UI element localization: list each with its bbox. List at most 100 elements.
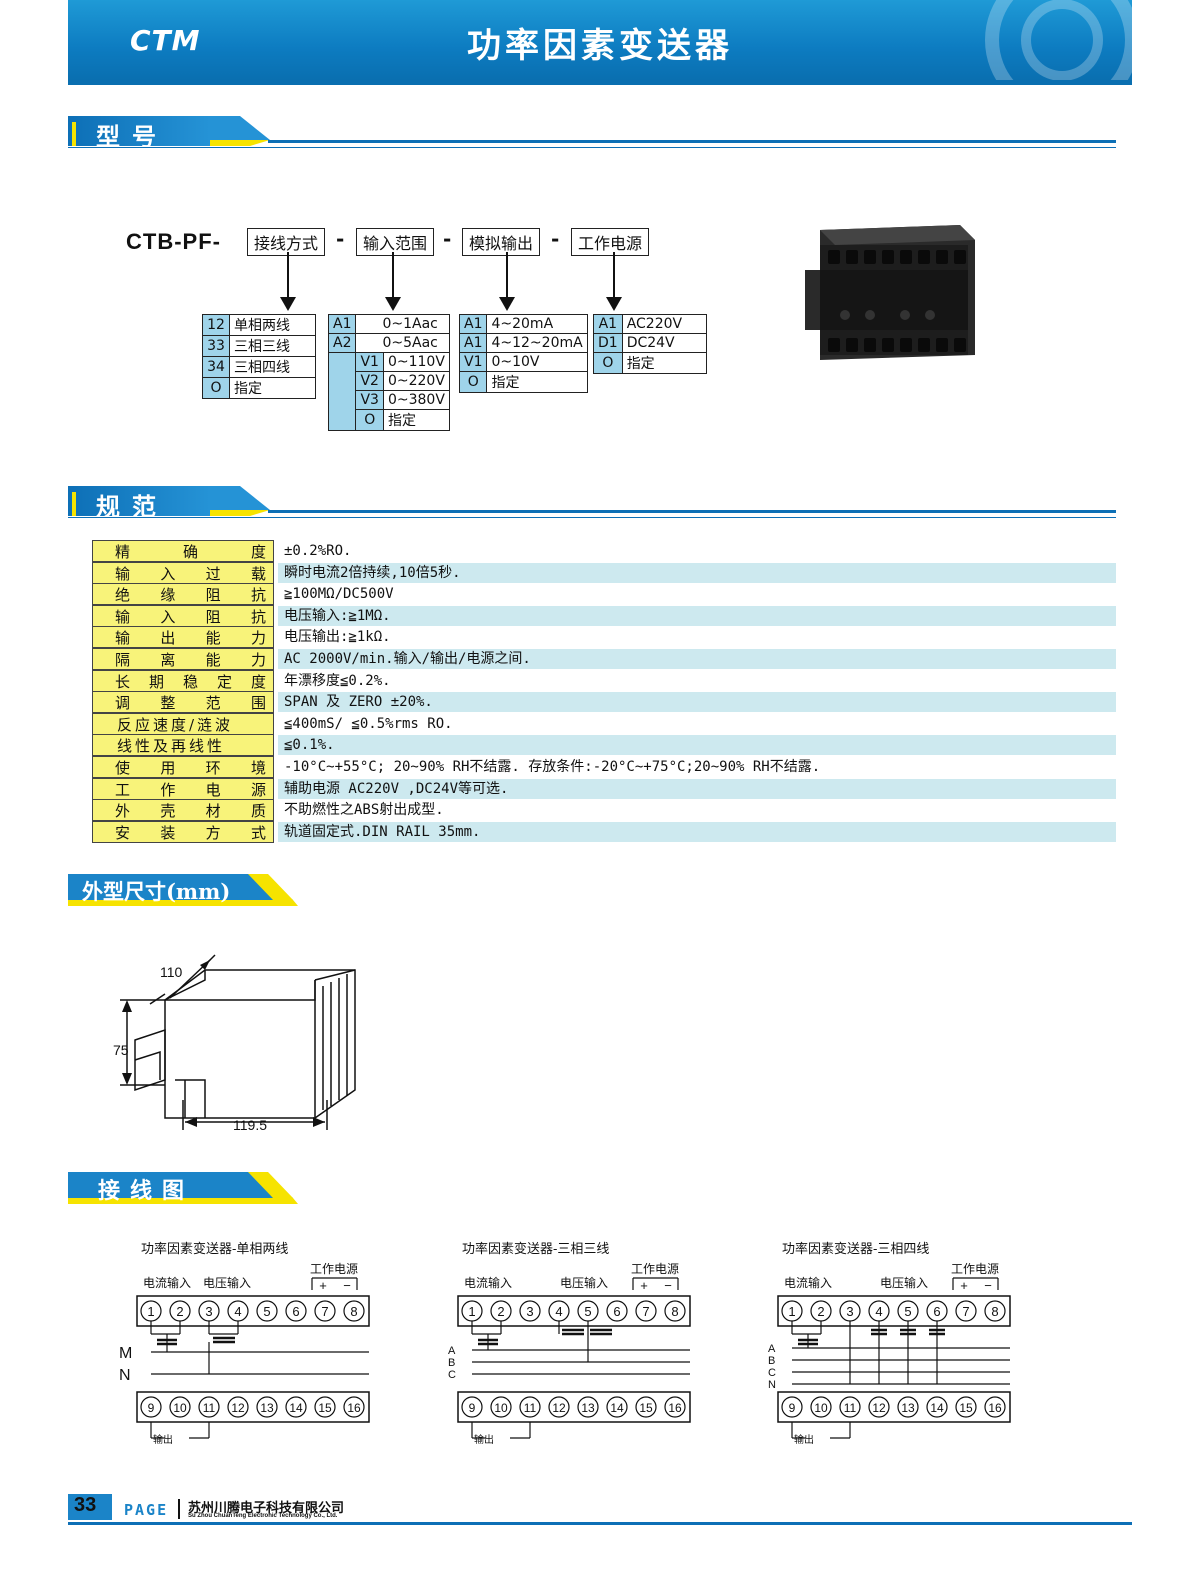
spec-label-char: 缘 xyxy=(160,586,176,605)
spec-value: AC 2000V/min.输入/输出/电源之间. xyxy=(278,648,1116,669)
terminal xyxy=(664,1396,686,1418)
terminal xyxy=(314,1300,336,1322)
spec-label-char: 能 xyxy=(205,650,221,669)
option-code: V3 xyxy=(355,390,384,410)
terminal-number: 9 xyxy=(789,1401,796,1415)
spec-label-char: 外 xyxy=(115,802,131,821)
spec-label-char: 整 xyxy=(160,694,176,713)
terminal xyxy=(343,1300,365,1322)
spec-value: ±0.2%RO. xyxy=(284,543,352,559)
spec-label: 反应速度/涟波 xyxy=(92,712,274,735)
terminal xyxy=(839,1396,861,1418)
section-rule xyxy=(268,140,1116,143)
spec-label-char: 材 xyxy=(205,802,221,821)
spec-row: 精确度±0.2%RO. xyxy=(92,540,1116,562)
option-code: 12 xyxy=(202,314,230,336)
arrow-down-icon xyxy=(499,297,515,311)
section-spec-header: 规范 xyxy=(68,486,1116,526)
model-dash: - xyxy=(443,227,452,251)
terminal-number: 14 xyxy=(289,1401,303,1415)
option-label: 0~380V xyxy=(382,390,450,410)
spec-label: 调整范围 xyxy=(92,691,274,714)
line-label: N xyxy=(768,1379,776,1391)
terminal xyxy=(606,1300,628,1322)
option-label: AC220V xyxy=(621,314,708,334)
spec-label-char: 力 xyxy=(251,650,267,669)
terminal-number: 16 xyxy=(668,1401,682,1415)
spec-label-char: 输 xyxy=(115,564,131,583)
terminal xyxy=(548,1396,570,1418)
dimension-width: 119.5 xyxy=(233,1117,267,1133)
option-label: 指定 xyxy=(382,409,450,431)
spec-label-char: 度 xyxy=(251,543,267,561)
spec-value: 辅助电源 AC220V ,DC24V等可选. xyxy=(278,778,1116,799)
terminal-number: 5 xyxy=(263,1304,270,1319)
option-label: 0~10V xyxy=(486,352,588,372)
diagram-title: 功率因素变送器-三相四线 xyxy=(782,1242,930,1257)
spec-label-char: 期 xyxy=(149,672,165,691)
spec-label-char: 度 xyxy=(251,672,267,691)
terminal xyxy=(781,1396,803,1418)
terminal-number: 1 xyxy=(147,1304,154,1319)
arrow-down-icon xyxy=(280,297,296,311)
section-dimensions-header: 外型尺寸(mm) xyxy=(68,874,298,906)
section-tab-marker xyxy=(72,122,76,146)
option-label: 0~110V xyxy=(382,352,450,372)
option-label: 0~220V xyxy=(382,371,450,391)
header-decoration xyxy=(985,0,1132,80)
line-label: A xyxy=(768,1343,776,1355)
product-photo xyxy=(805,225,975,360)
spec-label-char: 入 xyxy=(160,564,176,583)
option-code: O xyxy=(202,377,230,399)
terminal-number: 8 xyxy=(671,1304,678,1319)
terminal xyxy=(955,1300,977,1322)
terminal xyxy=(227,1396,249,1418)
spec-label-char: 离 xyxy=(160,650,176,669)
diagram-title: 功率因素变送器-单相两线 xyxy=(141,1242,289,1257)
arrow-line xyxy=(613,252,615,298)
spec-label-char: 装 xyxy=(160,823,176,842)
footer-divider xyxy=(178,1499,180,1519)
field-power-supply: 工作电源 xyxy=(571,228,650,256)
section-tab: 型号 xyxy=(68,116,210,151)
voltage-input-label: 电压输入 xyxy=(560,1276,609,1290)
spec-label-char: 使 xyxy=(115,758,131,777)
page-label: PAGE xyxy=(124,1501,169,1519)
spec-label-char: 式 xyxy=(251,823,267,842)
option-label: DC24V xyxy=(621,333,708,353)
terminal-number: 14 xyxy=(610,1401,624,1415)
spec-label-char: 出 xyxy=(160,629,176,648)
arrow-line xyxy=(392,252,394,298)
option-code: O xyxy=(593,352,623,374)
terminal xyxy=(897,1396,919,1418)
terminal-number: 13 xyxy=(260,1401,274,1415)
company-name: 苏州川腾电子科技有限公司 xyxy=(188,1501,345,1516)
spec-label-char: 确 xyxy=(183,543,199,561)
plus-sign: + xyxy=(319,1278,327,1293)
spec-value: ≦0.1%. xyxy=(278,735,1116,756)
section-title: 规范 xyxy=(96,492,168,521)
voltage-input-label: 电压输入 xyxy=(203,1276,252,1290)
spec-value: 轨道固定式.DIN RAIL 35mm. xyxy=(278,821,1116,842)
terminal-number: 4 xyxy=(234,1304,241,1319)
dimension-height: 75 xyxy=(113,1042,129,1058)
spec-label-char: 阻 xyxy=(205,607,221,626)
spec-value: ≧100MΩ/DC500V xyxy=(284,586,394,603)
spec-row: 输入过载瞬时电流2倍持续,10倍5秒. xyxy=(92,561,1116,584)
spec-label: 输入过载 xyxy=(92,561,274,584)
arrow-down-icon xyxy=(606,297,622,311)
terminal-number: 16 xyxy=(347,1401,361,1415)
spec-label-char: 力 xyxy=(251,629,267,648)
spec-label: 精确度 xyxy=(92,540,274,562)
spec-label-char: 电 xyxy=(205,780,221,799)
page-number: 33 xyxy=(74,1494,97,1516)
section-rule xyxy=(268,510,1116,513)
option-label: 0~5Aac xyxy=(355,333,450,353)
spec-label-char: 长 xyxy=(115,672,131,691)
spec-label-char: 范 xyxy=(205,694,221,713)
